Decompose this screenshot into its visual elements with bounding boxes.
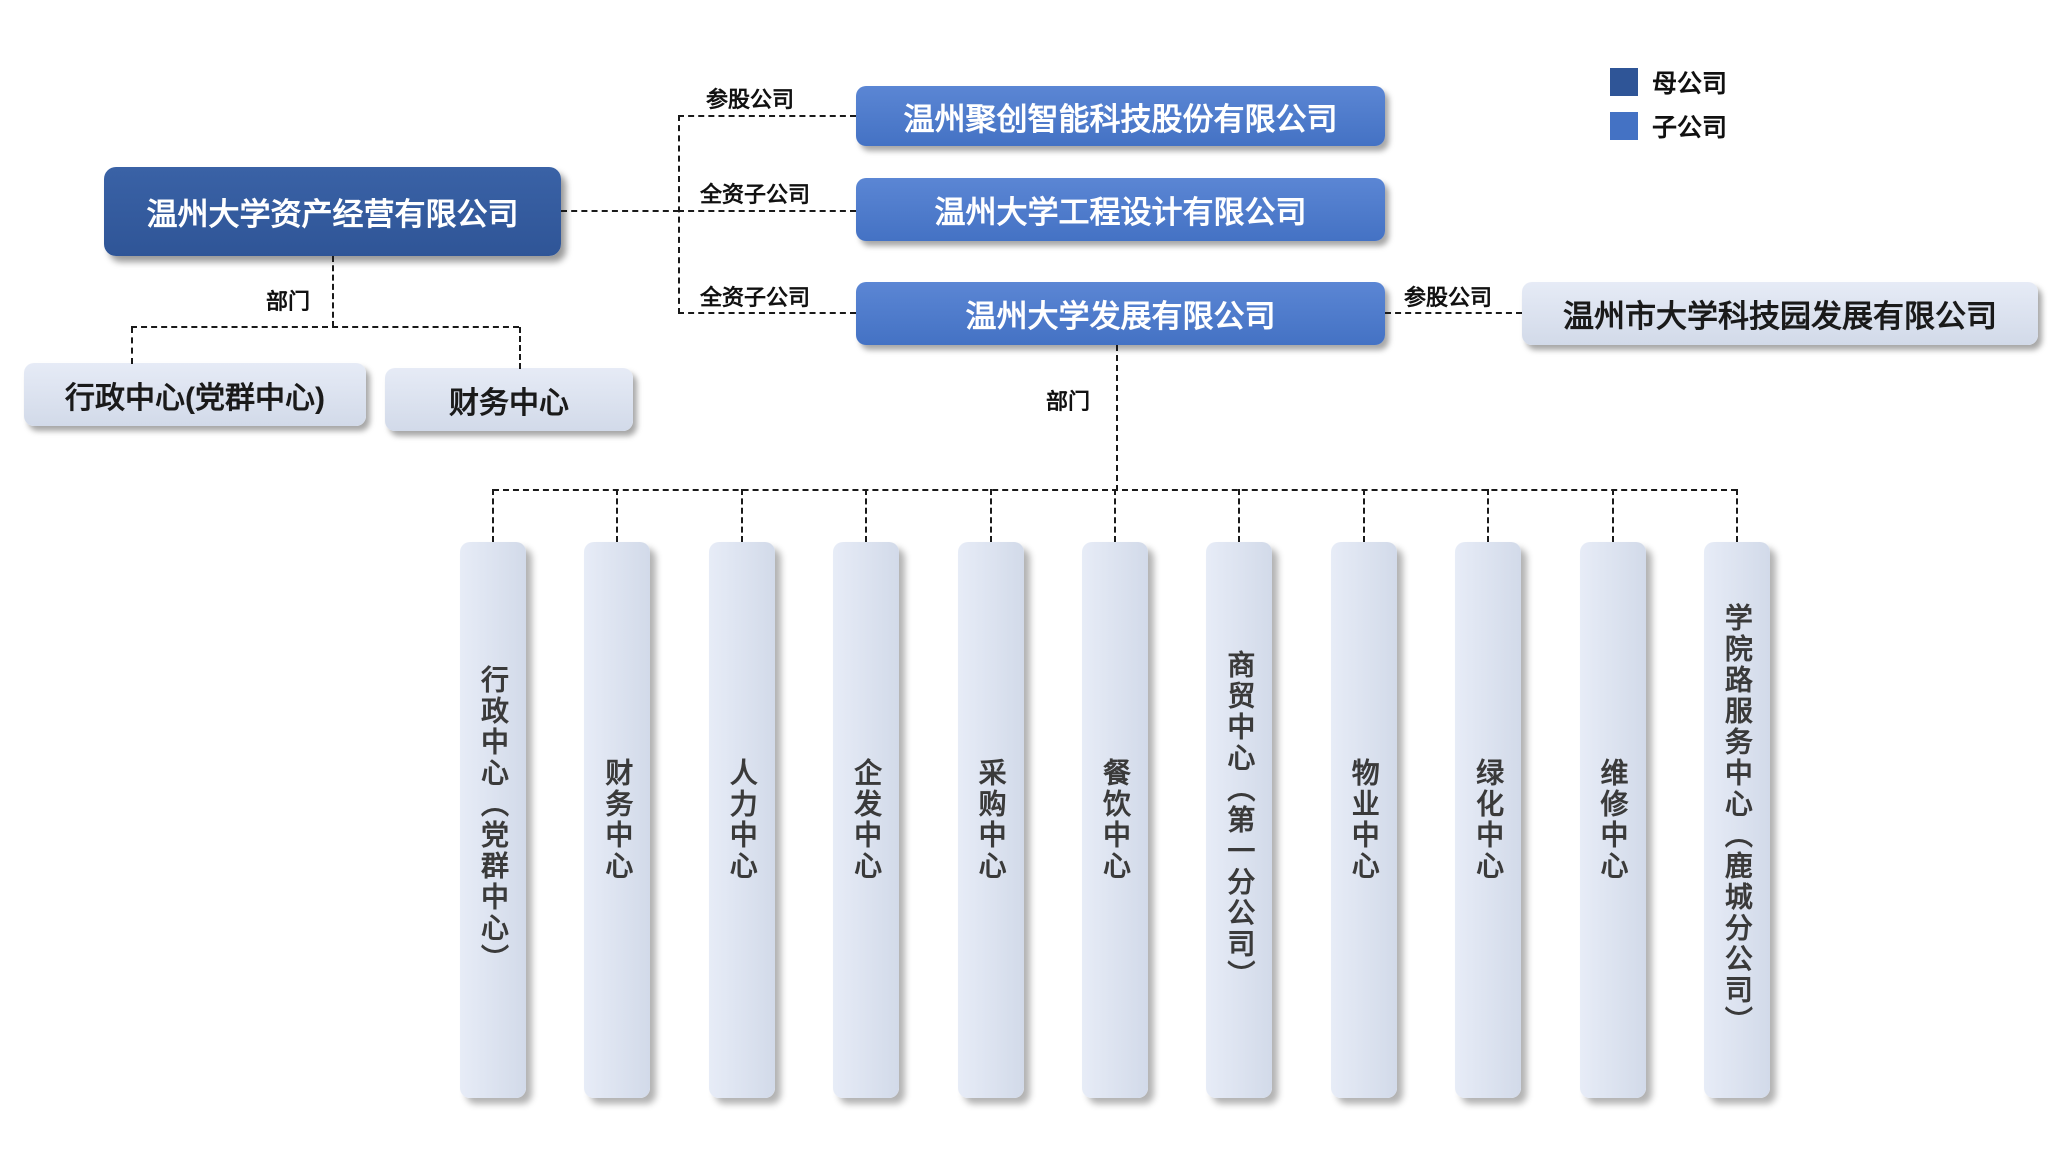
department-box: 财务中心 <box>584 542 651 1098</box>
department-column: 人力中心 <box>708 489 775 1098</box>
connector-drop-admin <box>131 327 133 364</box>
connector-drop-icon <box>492 489 494 542</box>
department-box: 物业中心 <box>1330 542 1397 1098</box>
connector-drop-icon <box>740 489 743 542</box>
department-label-center: 部门 <box>1046 389 1091 414</box>
connector-drop-icon <box>865 489 868 542</box>
department-label: 餐饮中心 <box>1099 758 1131 882</box>
department-box: 学院路服务中心（鹿城分公司） <box>1703 542 1770 1098</box>
department-label: 商贸中心（第一分公司） <box>1224 649 1256 991</box>
department-column: 学院路服务中心（鹿城分公司） <box>1703 489 1770 1098</box>
department-column: 绿化中心 <box>1455 489 1522 1098</box>
department-box: 维修中心 <box>1579 542 1646 1098</box>
subsidiary-box-jvchuang: 温州聚创智能科技股份有限公司 <box>856 86 1385 146</box>
department-box: 餐饮中心 <box>1081 542 1148 1098</box>
department-box: 人力中心 <box>708 542 775 1098</box>
parent-company-swatch <box>1610 68 1638 96</box>
connector-parent-to-spine <box>561 210 679 212</box>
connector-drop-icon <box>1238 489 1241 542</box>
department-label: 采购中心 <box>975 758 1007 882</box>
department-label: 财务中心 <box>602 758 634 882</box>
connector-drop-finance <box>519 327 521 369</box>
connector-branch-engineering <box>678 210 856 212</box>
connector-drop-icon <box>1611 489 1614 542</box>
department-label: 绿化中心 <box>1473 758 1505 882</box>
connector-parent-down <box>332 256 334 327</box>
relation-label-wholly-owned-1: 全资子公司 <box>700 182 811 207</box>
connector-drop-icon <box>1735 489 1738 542</box>
department-box: 企发中心 <box>833 542 900 1098</box>
relation-label-equity-top: 参股公司 <box>706 87 795 112</box>
legend-item-parent: 母公司 <box>1610 64 1727 100</box>
legend-item-subsidiary: 子公司 <box>1610 108 1727 144</box>
department-label: 物业中心 <box>1348 758 1380 882</box>
connector-branch-development <box>678 312 856 314</box>
affiliate-company-box: 温州市大学科技园发展有限公司 <box>1522 282 2038 345</box>
relation-label-equity-right: 参股公司 <box>1404 285 1493 310</box>
department-column: 维修中心 <box>1579 489 1646 1098</box>
department-box: 行政中心（党群中心） <box>460 542 526 1098</box>
connector-drop-icon <box>989 489 992 542</box>
department-label: 企发中心 <box>851 758 883 882</box>
department-column: 采购中心 <box>957 489 1024 1098</box>
department-column: 企发中心 <box>833 489 900 1098</box>
department-box-finance-center: 财务中心 <box>385 368 633 431</box>
department-label: 学院路服务中心（鹿城分公司） <box>1721 603 1753 1037</box>
department-label-left: 部门 <box>266 289 311 314</box>
department-column: 行政中心（党群中心） <box>460 489 526 1098</box>
development-departments-row: 行政中心（党群中心） 财务中心 人力中心 企发中心 采购中心 <box>460 489 1770 1099</box>
department-label: 人力中心 <box>726 758 758 882</box>
connector-drop-icon <box>616 489 619 542</box>
department-column: 商贸中心（第一分公司） <box>1206 489 1273 1098</box>
department-column: 餐饮中心 <box>1081 489 1148 1098</box>
department-box: 绿化中心 <box>1455 542 1522 1098</box>
connector-drop-icon <box>1362 489 1365 542</box>
connector-development-down <box>1116 345 1118 491</box>
subsidiary-box-development: 温州大学发展有限公司 <box>856 282 1385 345</box>
department-box: 采购中心 <box>957 542 1024 1098</box>
connector-branch-jvchuang <box>678 115 856 117</box>
subsidiary-swatch <box>1610 112 1638 140</box>
parent-company-box: 温州大学资产经营有限公司 <box>104 167 561 256</box>
connector-parent-dept-rail <box>131 326 519 328</box>
legend-label-parent: 母公司 <box>1652 70 1728 98</box>
connector-development-to-affiliate <box>1385 312 1522 314</box>
connector-drop-icon <box>1113 489 1116 542</box>
department-box-admin-center: 行政中心(党群中心) <box>24 363 366 426</box>
department-label: 维修中心 <box>1597 758 1629 882</box>
connector-spine <box>678 115 680 314</box>
legend-label-subsidiary: 子公司 <box>1652 114 1728 142</box>
department-box: 商贸中心（第一分公司） <box>1206 542 1273 1098</box>
department-column: 财务中心 <box>584 489 651 1098</box>
connector-drop-icon <box>1487 489 1490 542</box>
department-label: 行政中心（党群中心） <box>478 665 509 975</box>
relation-label-wholly-owned-2: 全资子公司 <box>700 285 811 310</box>
department-column: 物业中心 <box>1330 489 1397 1098</box>
subsidiary-box-engineering: 温州大学工程设计有限公司 <box>856 178 1385 241</box>
